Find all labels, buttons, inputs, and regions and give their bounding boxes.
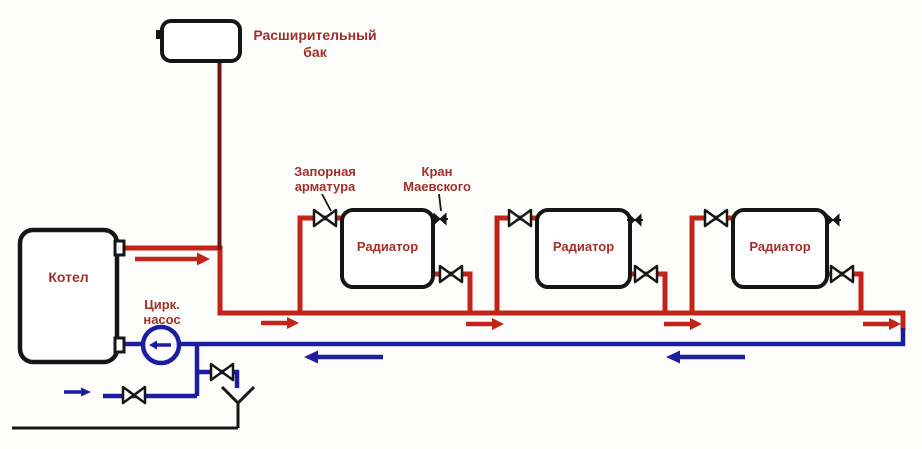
label-pointers — [321, 193, 442, 212]
radiator-2-label: Радиатор — [552, 239, 615, 254]
mayevsky-valve-label: Кран Маевского — [403, 164, 471, 194]
return-pipe — [103, 328, 906, 399]
radiator-3-mayevsky-valve-icon — [826, 213, 840, 227]
radiator-2-inlet-valve-icon — [507, 208, 533, 228]
radiator-2-riser-pipe — [494, 215, 540, 315]
radiator-1 — [340, 208, 435, 289]
pump-label: Цирк. насос — [143, 297, 181, 327]
drain-valve-icon — [209, 362, 235, 382]
drain-funnel-icon — [220, 385, 256, 406]
circulation-pump — [140, 324, 182, 366]
return-flow-arrows — [64, 350, 745, 397]
makeup-valve-icon — [121, 385, 147, 405]
boiler-supply-stub — [113, 239, 126, 257]
boiler — [17, 227, 120, 365]
supply-flow-arrows — [135, 252, 901, 330]
radiator-1-label: Радиатор — [356, 239, 419, 254]
boiler-label: Котел — [48, 269, 89, 285]
radiator-2-outlet-valve-icon — [633, 264, 659, 284]
radiator-3-riser-pipe — [689, 215, 735, 315]
mayevsky-valves — [432, 212, 841, 227]
radiator-3-inlet-valve-icon — [703, 208, 729, 228]
expansion-tank-stub — [156, 30, 162, 39]
radiator-1-riser-pipe — [297, 215, 344, 315]
radiator-1-outlet-pipe — [431, 271, 473, 311]
radiator-1-outlet-valve-icon — [438, 264, 464, 284]
supply-main-pipe — [123, 245, 906, 331]
radiator-2-outlet-pipe — [628, 271, 668, 311]
drain-line — [12, 385, 256, 430]
pump-flow-arrowhead — [149, 340, 157, 350]
radiator-1-mayevsky-valve-icon — [433, 212, 447, 226]
radiator-3-label: Радиатор — [749, 239, 811, 254]
shutoff-valve-label: Запорная арматура — [294, 164, 356, 194]
shutoff-valves — [121, 208, 855, 405]
mayevsky-label-pointer — [438, 193, 442, 212]
radiator-1-inlet-valve-icon — [312, 208, 338, 228]
radiator-3-outlet-valve-icon — [829, 264, 855, 284]
boiler-return-stub — [113, 336, 126, 354]
expansion-tank-label: Расширительный бак — [253, 27, 377, 60]
return-main-pipe — [123, 328, 906, 347]
radiator-2-mayevsky-valve-icon — [628, 213, 642, 227]
radiator-2 — [535, 208, 632, 289]
shutoff-label-pointer — [321, 193, 332, 212]
expansion-tank — [160, 19, 242, 63]
radiator-3 — [731, 208, 829, 289]
